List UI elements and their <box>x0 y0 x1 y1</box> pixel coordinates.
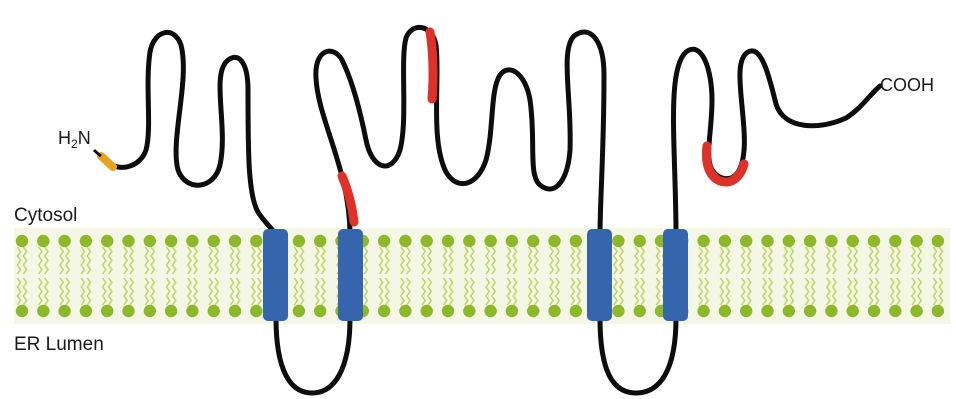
lipid-head <box>399 305 411 317</box>
lipid-head <box>37 235 49 247</box>
lipid-head <box>208 305 220 317</box>
chain-c-terminal-segment <box>674 49 881 235</box>
lipid-head <box>186 305 198 317</box>
lipid-head <box>399 235 411 247</box>
lipid-head <box>570 305 582 317</box>
lipid-head <box>910 305 922 317</box>
lipid-head <box>16 305 28 317</box>
lipid-head <box>229 305 241 317</box>
lipid-head <box>740 235 752 247</box>
lipid-head <box>506 235 518 247</box>
n-terminus-n: N <box>78 128 91 148</box>
lipid-head <box>570 235 582 247</box>
lipid-head <box>847 235 859 247</box>
chain-loop-lumen-1 <box>276 318 350 393</box>
lipid-head <box>783 305 795 317</box>
lipid-head <box>463 235 475 247</box>
lipid-head <box>612 305 624 317</box>
lipid-head <box>634 305 646 317</box>
lipid-head <box>804 305 816 317</box>
lipid-head <box>101 235 113 247</box>
lipid-head <box>847 305 859 317</box>
lipid-head <box>932 235 944 247</box>
lipid-head <box>697 305 709 317</box>
lipid-head <box>101 305 113 317</box>
lipid-head <box>506 305 518 317</box>
cytosol-label: Cytosol <box>14 205 77 226</box>
lipid-head <box>868 235 880 247</box>
lipid-head <box>208 235 220 247</box>
lipid-head <box>825 235 837 247</box>
n-terminus-label: H2N <box>58 128 91 151</box>
lipid-head <box>825 305 837 317</box>
lipid-head <box>527 235 539 247</box>
lipid-head <box>719 305 731 317</box>
lipid-head <box>932 305 944 317</box>
lipid-head <box>889 305 901 317</box>
chain-loop-lumen-2 <box>600 318 676 393</box>
lipid-head <box>378 235 390 247</box>
lipid-head <box>58 305 70 317</box>
n-terminus-h: H <box>58 128 71 148</box>
lipid-head <box>527 305 539 317</box>
lipid-head <box>144 305 156 317</box>
lipid-head <box>484 235 496 247</box>
lipid-head <box>463 305 475 317</box>
lipid-head <box>229 235 241 247</box>
transmembrane-helix-2 <box>338 229 363 321</box>
lipid-head <box>910 235 922 247</box>
lipid-head <box>122 305 134 317</box>
lipid-head <box>442 235 454 247</box>
lipid-head <box>548 235 560 247</box>
lipid-head <box>165 305 177 317</box>
lipid-head <box>804 235 816 247</box>
lipid-head <box>421 235 433 247</box>
lipid-head <box>612 235 624 247</box>
lipid-head <box>293 305 305 317</box>
lipid-head <box>889 235 901 247</box>
lipid-head <box>314 235 326 247</box>
lipid-head <box>80 235 92 247</box>
red-segment-2 <box>430 32 433 99</box>
lipid-head <box>80 305 92 317</box>
lipid-head <box>484 305 496 317</box>
lipid-head <box>250 235 262 247</box>
lipid-head <box>442 305 454 317</box>
lipid-head <box>740 305 752 317</box>
lipid-head <box>58 235 70 247</box>
lipid-head <box>122 235 134 247</box>
lipid-head <box>16 235 28 247</box>
lipid-head <box>314 305 326 317</box>
lipid-head <box>783 235 795 247</box>
er-lumen-label: ER Lumen <box>14 334 104 355</box>
lipid-head <box>186 235 198 247</box>
lipid-head <box>868 305 880 317</box>
chain-n-terminal-segment <box>108 32 276 235</box>
n-terminal-tag <box>101 156 113 167</box>
lipid-head <box>761 305 773 317</box>
lipid-head <box>421 305 433 317</box>
lipid-head <box>761 235 773 247</box>
c-terminus-label: COOH <box>880 75 934 95</box>
lipid-head <box>144 235 156 247</box>
lipid-head <box>634 235 646 247</box>
protein-chain <box>108 27 880 393</box>
chain-loop-cytosol-central <box>316 27 604 235</box>
lipid-head <box>719 235 731 247</box>
lipid-head <box>697 235 709 247</box>
lipid-head <box>378 305 390 317</box>
lipid-head <box>293 235 305 247</box>
lipid-head <box>548 305 560 317</box>
lipid-head <box>37 305 49 317</box>
transmembrane-helix-4 <box>663 229 688 321</box>
transmembrane-helix-3 <box>587 229 612 321</box>
lipid-head <box>165 235 177 247</box>
transmembrane-helix-1 <box>263 229 288 321</box>
lipid-head <box>250 305 262 317</box>
